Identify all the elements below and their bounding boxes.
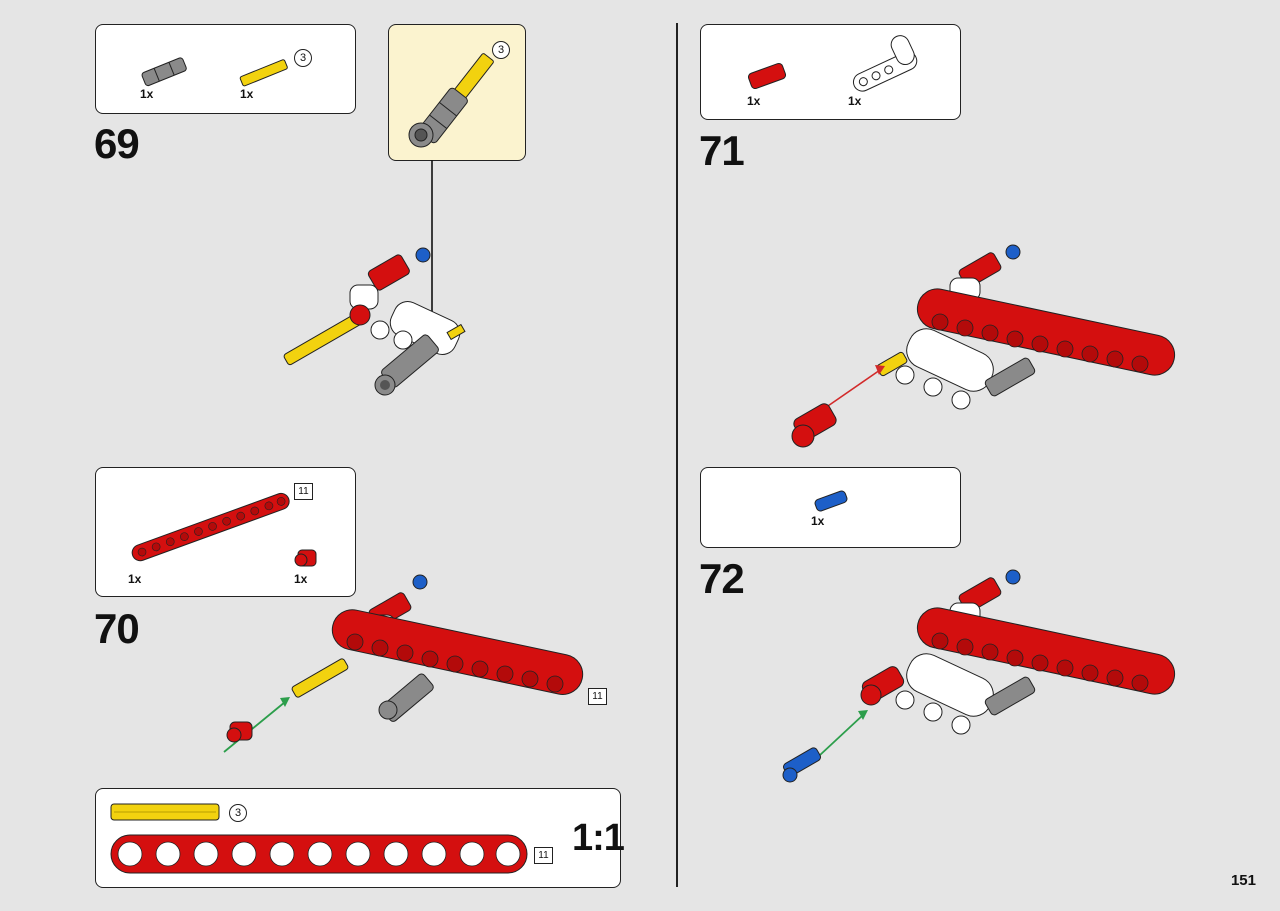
part-quantity: 1x — [747, 94, 761, 108]
step-number-70: 70 — [94, 605, 140, 652]
part-quantity: 1x — [240, 87, 254, 101]
step-71-model — [791, 244, 1176, 448]
red-beam-part — [131, 492, 290, 562]
blue-pin-part — [814, 490, 848, 512]
part-quantity: 1x — [128, 572, 142, 586]
gray-connector-part — [141, 57, 187, 87]
white-liftarm-part — [852, 35, 918, 92]
red-bush-part — [294, 549, 317, 567]
step-number-72: 72 — [699, 555, 745, 602]
beam-length-square: 11 — [534, 847, 553, 864]
scale-yellow-axle — [110, 803, 220, 821]
step-69-parts-box: 3 1x 1x — [95, 24, 356, 114]
scale-reference-box: 3 11 1:1 — [95, 788, 625, 888]
step-70-parts-box: 11 1x 1x — [95, 467, 356, 597]
step-69-callout-box: 3 — [388, 24, 526, 161]
scale-red-beam — [110, 834, 528, 874]
step-72-parts-box: 1x — [700, 467, 961, 548]
step-72-model — [782, 569, 1176, 783]
step-71-parts-box: 1x 1x — [700, 24, 961, 120]
scale-ratio: 1:1 — [572, 817, 625, 859]
step-number-71: 71 — [699, 127, 745, 174]
beam-length-square: 11 — [588, 688, 607, 705]
beam-length-square: 11 — [294, 483, 313, 500]
column-divider — [676, 23, 678, 887]
part-quantity: 1x — [140, 87, 154, 101]
part-quantity: 1x — [811, 514, 825, 528]
part-quantity: 1x — [848, 94, 862, 108]
subassembly-axle-connector — [408, 53, 494, 148]
step-70-model — [223, 574, 584, 753]
step-69-model — [283, 247, 466, 396]
axle-length-circle: 3 — [229, 804, 247, 822]
red-connector-part — [747, 62, 787, 90]
part-quantity: 1x — [294, 572, 308, 586]
yellow-axle-part — [239, 59, 288, 87]
axle-length-circle: 3 — [492, 41, 510, 59]
axle-length-circle: 3 — [294, 49, 312, 67]
step-number-69: 69 — [94, 120, 140, 167]
page-number: 151 — [1230, 872, 1256, 889]
